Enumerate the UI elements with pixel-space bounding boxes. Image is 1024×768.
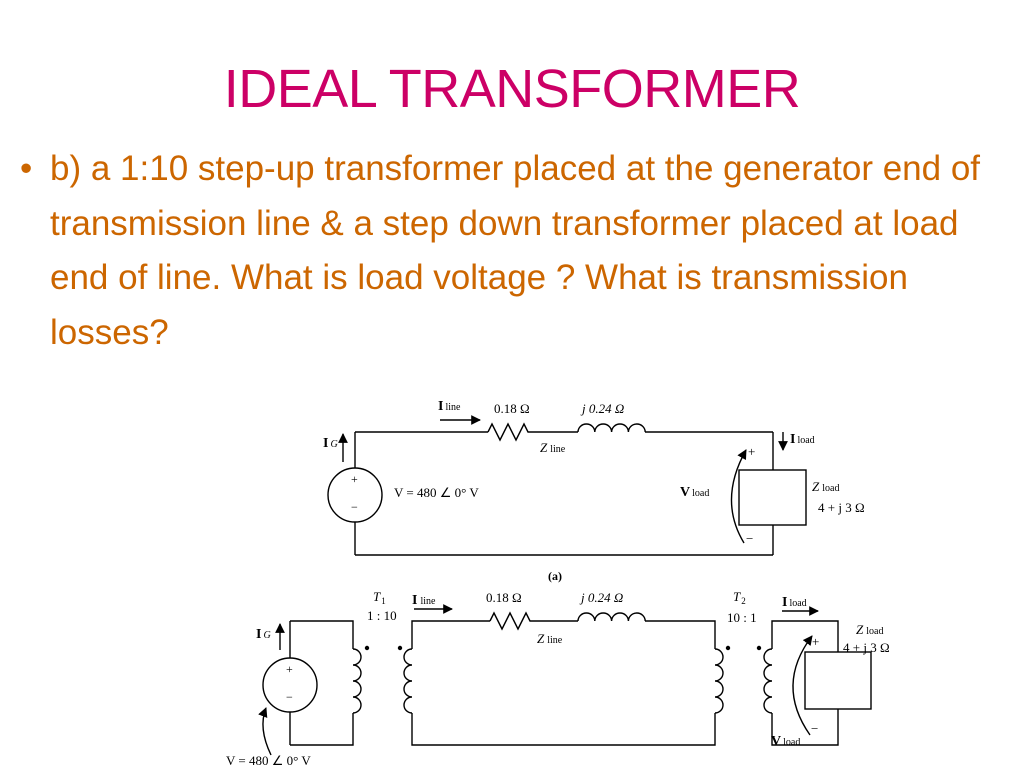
circuit-b-reactance-label: j 0.24 Ω <box>579 590 623 605</box>
circuit-b-t1-secondary <box>403 648 413 714</box>
circuit-a-reactance-label: j 0.24 Ω <box>580 401 624 416</box>
circuit-a-load-box <box>738 469 807 526</box>
bullet-item: • b) a 1:10 step-up transformer placed a… <box>20 142 1010 360</box>
circuit-a-resistor <box>487 422 532 442</box>
circuit-b-voltage-arrow <box>258 707 272 756</box>
circuit-a-caption: (a) <box>548 569 562 583</box>
circuit-b-t1-primary <box>352 648 362 714</box>
circuit-a-source-minus: − <box>351 500 358 514</box>
circuit-b-load-wire <box>771 620 839 746</box>
circuit-a-zload-value: 4 + j 3 Ω <box>818 500 865 515</box>
circuit-a-source-voltage: V = 480 ∠ 0° V <box>394 485 479 500</box>
circuit-b-resistance-label: 0.18 Ω <box>486 590 522 605</box>
circuit-b-t1-dot-right <box>397 645 403 651</box>
circuit-b-t2-primary <box>714 648 724 714</box>
circuit-b-dots <box>364 645 762 651</box>
circuit-a-source-plus: + <box>351 472 358 486</box>
circuit-b-t2-label: T2 <box>733 589 746 606</box>
circuit-b-source <box>262 657 318 713</box>
circuit-b-t2-dot-right <box>756 645 762 651</box>
circuit-b <box>258 604 872 756</box>
circuit-a-resistance-label: 0.18 Ω <box>494 401 530 416</box>
circuit-a-source <box>327 467 383 523</box>
circuit-b-load-box <box>804 651 872 710</box>
slide-title: IDEAL TRANSFORMER <box>223 59 801 119</box>
circuit-b-t1-label: T1 <box>373 589 386 606</box>
circuit-b-source-voltage: V = 480 ∠ 0° V <box>226 753 311 768</box>
circuit-a-inductor <box>577 423 646 433</box>
circuit-b-gen-wire <box>289 620 354 746</box>
bullet-dot: • <box>20 149 33 188</box>
circuit-b-t1-dot-left <box>364 645 370 651</box>
circuit-b-t2-dot-left <box>725 645 731 651</box>
circuit-a-load-minus: − <box>746 531 753 546</box>
circuit-b-source-minus: − <box>286 690 293 704</box>
bullet-text: b) a 1:10 step-up transformer placed at … <box>50 149 981 352</box>
circuit-b-load-plus: + <box>812 634 819 649</box>
circuit-a-load-plus: + <box>748 444 755 459</box>
circuit-b-inductor <box>577 612 646 622</box>
circuit-b-t1-ratio: 1 : 10 <box>367 608 397 623</box>
circuit-b-vload-arrow <box>792 635 813 736</box>
circuit-b-line-wire <box>411 620 716 746</box>
circuit-b-t2-ratio: 10 : 1 <box>727 610 757 625</box>
circuit-b-resistor <box>489 611 534 631</box>
circuit-a-vload-arrow <box>730 449 747 544</box>
circuit-b-source-plus: + <box>286 662 293 676</box>
circuit-b-t2-secondary <box>763 648 773 714</box>
circuit-a <box>327 415 807 556</box>
circuit-b-load-minus: − <box>811 721 818 736</box>
circuit-b-zload-value: 4 + j 3 Ω <box>843 640 890 655</box>
